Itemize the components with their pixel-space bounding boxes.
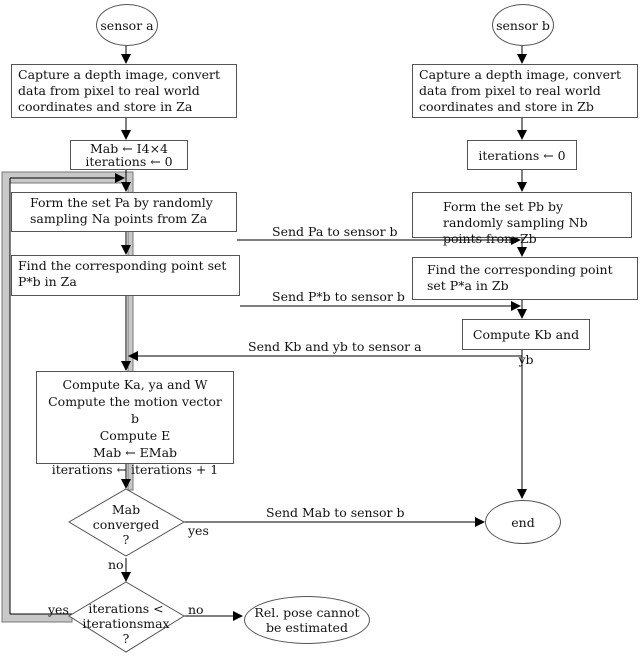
sensor-b-label: sensor b [496,17,550,33]
form-a-text: Form the set Pa by randomly sampling Na … [30,195,213,226]
find-box-a: Find the corresponding point set P*b in … [11,255,240,296]
send-pb-label: Send P*b to sensor b [272,289,405,304]
compute-a-line3: Compute E [99,428,171,443]
form-b-text: Form the set Pb by randomly sampling Nb … [443,199,588,246]
end-node: end [485,500,561,544]
diamond2-line1: iterations < [88,601,164,616]
compute-b-text: Compute Kb and yb [472,327,580,367]
capture-b-text: Capture a depth image, convert data from… [419,67,621,114]
fail-line2: be estimated [266,620,348,635]
fail-line1: Rel. pose cannot [254,605,360,620]
init-box-a: Mab ← I4×4 iterations ← 0 [70,140,188,170]
init-box-b: iterations ← 0 [467,140,577,170]
iterations-max-diamond-text: iterations < iterationsmax ? [76,601,176,646]
compute-a-line1: Compute Ka, ya and W [62,377,208,392]
find-b-text: Find the corresponding point set P*a in … [427,262,613,293]
init-a-line2: iterations ← 0 [85,154,173,169]
form-box-a: Form the set Pa by randomly sampling Na … [11,192,237,232]
form-box-b: Form the set Pb by randomly sampling Nb … [412,192,632,246]
init-b-text: iterations ← 0 [478,148,566,163]
yes-label-2: yes [48,602,69,617]
find-box-b: Find the corresponding point set P*a in … [412,257,638,300]
diamond2-line2: iterationsmax [82,616,170,631]
compute-a-line4: Mab ← EMab [92,445,178,460]
converged-diamond-text: Mab converged ? [86,502,166,547]
sensor-a-node: sensor a [96,4,158,46]
diamond2-line3: ? [122,631,130,646]
converged-diamond [68,488,185,557]
diamond1-line2: converged [92,517,160,532]
no-label-1: no [108,557,124,572]
capture-box-b: Capture a depth image, convert data from… [412,64,638,118]
pose-fail-node: Rel. pose cannot be estimated [244,596,370,644]
compute-a-line5: iterations ← iterations + 1 [51,462,219,477]
capture-a-text: Capture a depth image, convert data from… [18,67,220,114]
end-label: end [511,514,535,530]
compute-box-a: Compute Ka, ya and W Compute the motion … [36,371,234,477]
diamond1-line1: Mab [111,502,141,517]
init-a-line1: Mab ← I4×4 [90,141,168,156]
yes-label-1: yes [188,523,209,538]
send-kb-label: Send Kb and yb to sensor a [248,339,422,354]
compute-box-b: Compute Kb and yb [462,319,590,367]
capture-box-a: Capture a depth image, convert data from… [11,64,237,118]
sensor-b-node: sensor b [492,4,554,46]
diamond1-line3: ? [122,532,130,547]
sensor-a-label: sensor a [100,17,154,33]
iterations-max-diamond [68,581,185,653]
send-mab-label: Send Mab to sensor b [266,505,405,520]
compute-a-line2: Compute the motion vector b [48,394,222,426]
no-label-2: no [188,602,204,617]
find-a-text: Find the corresponding point set P*b in … [18,258,227,289]
send-pa-label: Send Pa to sensor b [272,224,398,239]
